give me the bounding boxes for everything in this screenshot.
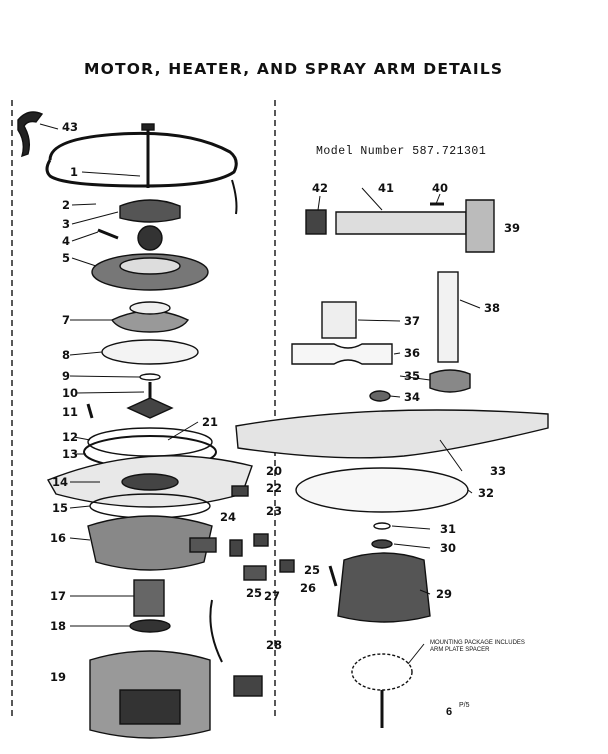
part-30-nut [371, 539, 393, 549]
callout-10: 10 [62, 386, 79, 400]
part-17-coupling [133, 579, 165, 617]
part-12-ring [87, 427, 213, 457]
callout-32: 32 [478, 486, 495, 500]
callout-21: 21 [202, 415, 219, 429]
part-9-washer [139, 373, 161, 381]
part-34-cap [369, 390, 391, 402]
callout-12: 12 [62, 430, 79, 444]
callout-38: 38 [484, 301, 501, 315]
part-28-wire [209, 599, 223, 663]
callout-17: 17 [50, 589, 67, 603]
callout-33: 33 [490, 464, 507, 478]
mounting-note-line-2: ARM PLATE SPACER [430, 647, 490, 653]
part-3-cap [119, 199, 181, 223]
part-29-hub [337, 552, 431, 623]
mounting-note: MOUNTING PACKAGE INCLUDES ARM PLATE SPAC… [430, 640, 525, 654]
part-43-heater-bracket [17, 111, 44, 158]
callout-2: 2 [62, 198, 71, 212]
callout-41: 41 [378, 181, 395, 195]
callout-23: 23 [266, 504, 283, 518]
callout-37: 37 [404, 314, 421, 328]
callout-27: 27 [264, 589, 281, 603]
part-22-clip [231, 485, 249, 497]
part-37-bushing [321, 301, 357, 339]
part-8-plate [101, 339, 199, 365]
callout-36: 36 [404, 346, 421, 360]
callout-25b: 25 [304, 563, 321, 577]
part-32-filter-disk [295, 467, 469, 513]
callout-19: 19 [50, 670, 67, 684]
mounting-package [351, 653, 413, 691]
mounting-note-line-1: MOUNTING PACKAGE INCLUDES [430, 640, 525, 646]
callout-30: 30 [440, 541, 457, 555]
part-18-slinger [129, 619, 171, 633]
part-4-screw [97, 228, 119, 240]
callout-16: 16 [50, 531, 67, 545]
callout-43: 43 [62, 120, 79, 134]
callout-40: 40 [432, 181, 449, 195]
part-11-screw [86, 403, 94, 419]
callout-24: 24 [220, 510, 237, 524]
callout-34: 34 [404, 390, 421, 404]
part-42-nut [305, 209, 327, 235]
part-gear [137, 225, 163, 251]
callout-7: 7 [62, 313, 71, 327]
part-35-base [429, 369, 471, 393]
callout-42: 42 [312, 181, 329, 195]
part-25-clip [279, 559, 295, 573]
callout-15: 15 [52, 501, 69, 515]
callout-28: 28 [266, 638, 283, 652]
part-38-tube [437, 271, 459, 363]
callout-5: 5 [62, 251, 71, 265]
callout-39: 39 [504, 221, 521, 235]
page-mark: P/5 [459, 702, 470, 709]
part-27-switch [243, 565, 267, 581]
part-26-screw [328, 565, 338, 587]
part-2-heater-element [45, 131, 238, 188]
part-36-gasket [291, 343, 393, 365]
callout-4: 4 [62, 234, 71, 248]
model-number: Model Number 587.721301 [316, 145, 487, 158]
callout-26: 26 [300, 581, 317, 595]
part-31-washer [373, 522, 391, 530]
callout-25a: 25 [246, 586, 263, 600]
callout-11: 11 [62, 405, 79, 419]
callout-14: 14 [52, 475, 69, 489]
callout-35: 35 [404, 369, 421, 383]
part-24-clip [229, 539, 243, 557]
callout-1: 1 [70, 165, 79, 179]
callout-31: 31 [440, 522, 457, 536]
callout-22: 22 [266, 481, 283, 495]
callout-13: 13 [62, 447, 79, 461]
part-39-bracket [465, 199, 495, 253]
part-impeller-fan [126, 397, 174, 419]
callout-3: 3 [62, 217, 71, 231]
part-23-relay [253, 533, 269, 547]
callout-18: 18 [50, 619, 67, 633]
callout-20: 20 [266, 464, 283, 478]
part-33-spray-arm [235, 409, 549, 459]
part-41-manifold-tube [335, 211, 467, 235]
callout-29: 29 [436, 587, 453, 601]
callout-9: 9 [62, 369, 71, 383]
page-title: MOTOR, HEATER, AND SPRAY ARM DETAILS [84, 60, 504, 78]
page-number: 6 [446, 706, 453, 718]
callout-8: 8 [62, 348, 71, 362]
